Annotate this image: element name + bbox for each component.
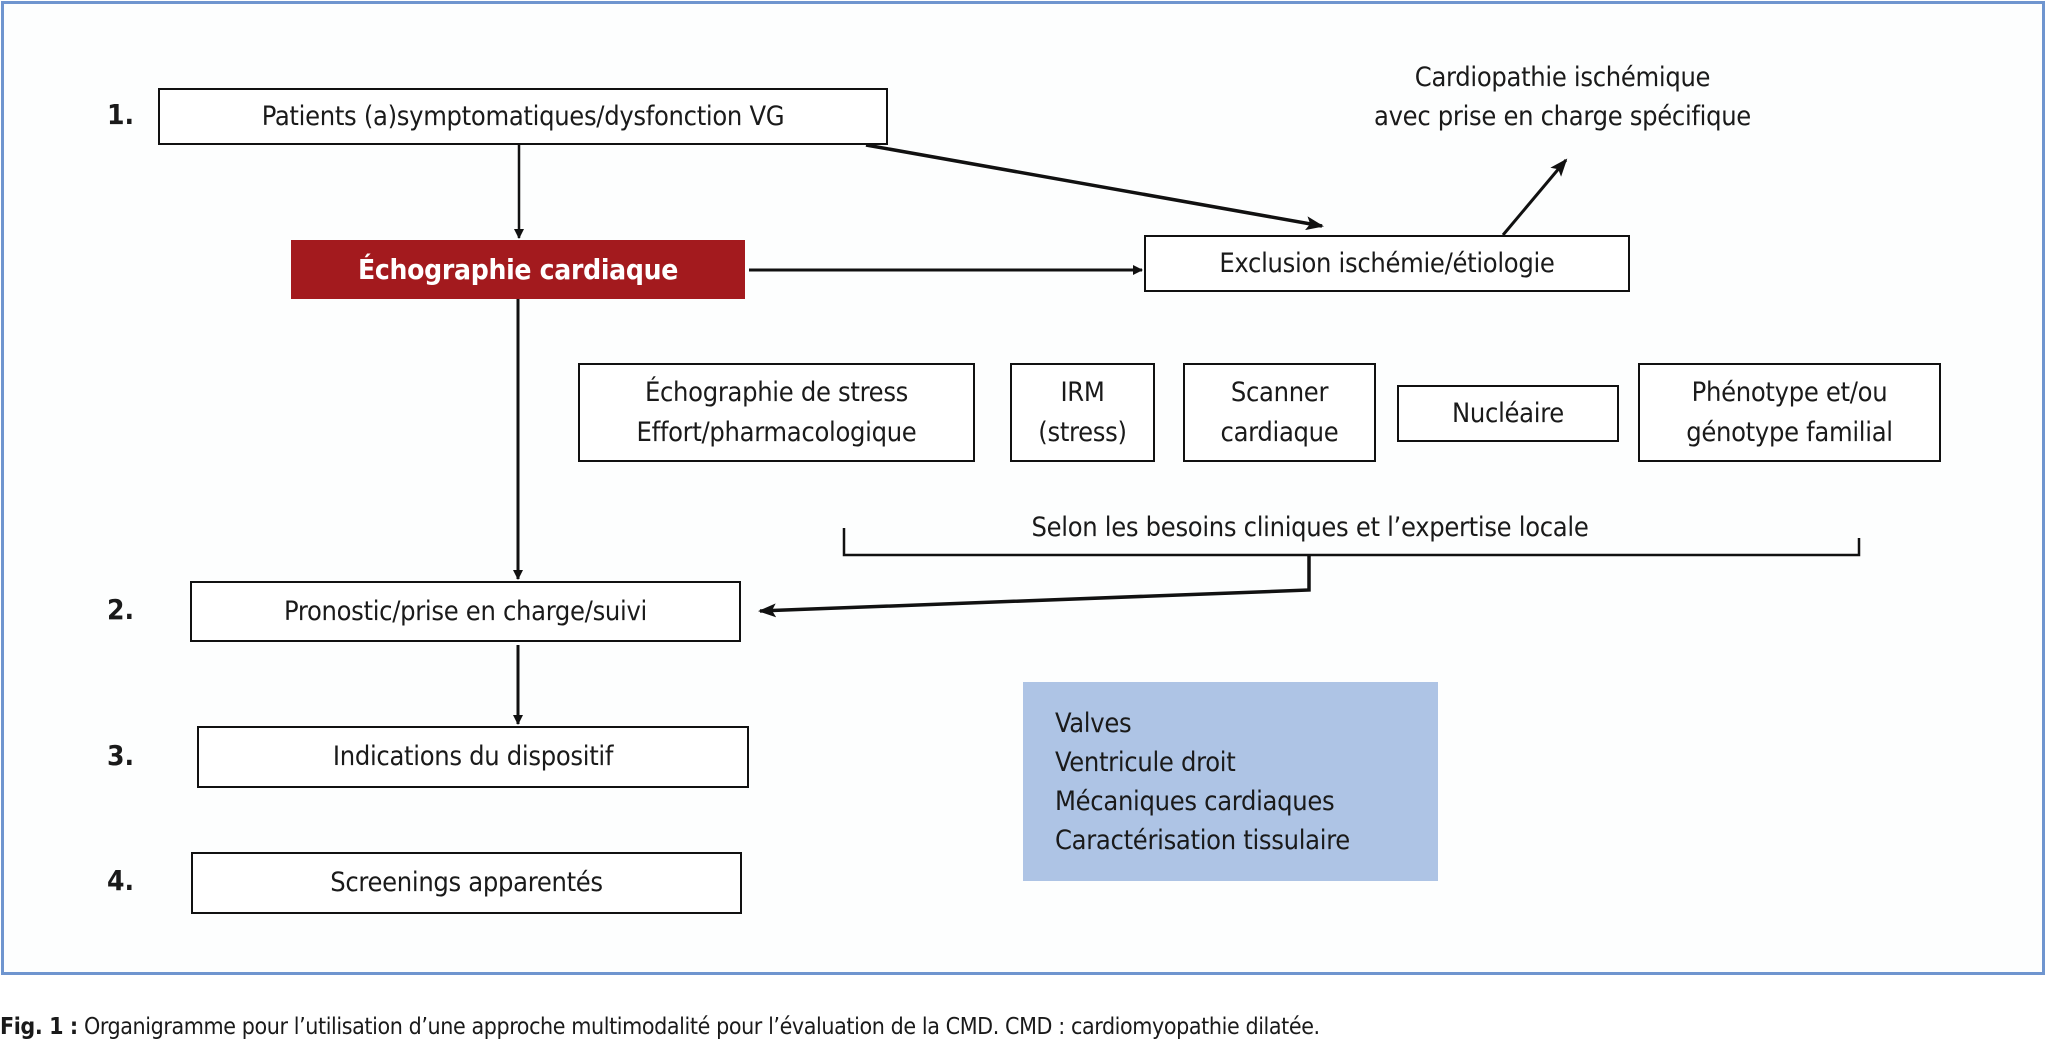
modality-box-mri: IRM (stress) [1010,363,1155,462]
echo-parameter-item: Valves [1055,707,1132,739]
ischemic-outcome-text: Cardiopathie ischémique avec prise en ch… [1300,58,1825,136]
echo-parameter-item: Ventricule droit [1055,746,1236,778]
echo-parameters-box: Valves Ventricule droit Mécaniques cardi… [1023,682,1438,881]
step-box-device-indications: Indications du dispositif [197,726,749,788]
step-number-4: 4. [107,864,135,897]
modality-line2: (stress) [1038,416,1127,448]
step-box-label: Pronostic/prise en charge/suivi [283,595,647,627]
modality-box-phenotype-genotype: Phénotype et/ou génotype familial [1638,363,1941,462]
echo-parameter-item: Caractérisation tissulaire [1055,824,1350,856]
step-box-screenings: Screenings apparentés [191,852,742,914]
modality-box-nuclear: Nucléaire [1397,385,1619,442]
modality-line1: Échographie de stress [644,376,909,408]
modality-line1: Scanner [1230,376,1329,408]
step-number-1: 1. [107,98,135,131]
exclusion-node-label: Exclusion ischémie/étiologie [1219,247,1555,279]
modality-line2: génotype familial [1686,416,1893,448]
step-box-prognosis: Pronostic/prise en charge/suivi [190,581,741,642]
modality-line2: Effort/pharmacologique [636,416,917,448]
modality-box-ct-scan: Scanner cardiaque [1183,363,1376,462]
caption-label: Fig. 1 : [0,1014,78,1040]
step-box-label: Screenings apparentés [330,867,603,898]
step-number-3: 3. [107,739,135,772]
exclusion-node: Exclusion ischémie/étiologie [1144,235,1630,292]
ischemic-outcome-line2: avec prise en charge spécifique [1374,101,1751,132]
modality-box-stress-echo: Échographie de stress Effort/pharmacolog… [578,363,975,462]
modality-line2: cardiaque [1220,416,1339,448]
step-box-label: Indications du dispositif [332,741,614,772]
step-box-patients: Patients (a)symptomatiques/dysfonction V… [158,88,888,145]
step-box-label: Patients (a)symptomatiques/dysfonction V… [261,100,785,132]
modality-line1: Nucléaire [1452,397,1564,429]
figure-caption: Fig. 1 : Organigramme pour l’utilisation… [0,1014,1320,1040]
echo-parameter-item: Mécaniques cardiaques [1055,785,1335,817]
central-node-echocardiography: Échographie cardiaque [291,240,745,299]
step-number-2: 2. [107,593,135,626]
modality-line1: IRM [1060,376,1105,408]
ischemic-outcome-line1: Cardiopathie ischémique [1414,62,1711,93]
bracket-label: Selon les besoins cliniques et l’experti… [1031,512,1589,543]
central-node-label: Échographie cardiaque [357,252,679,286]
modality-line1: Phénotype et/ou [1691,376,1888,408]
caption-text: Organigramme pour l’utilisation d’une ap… [77,1014,1320,1040]
